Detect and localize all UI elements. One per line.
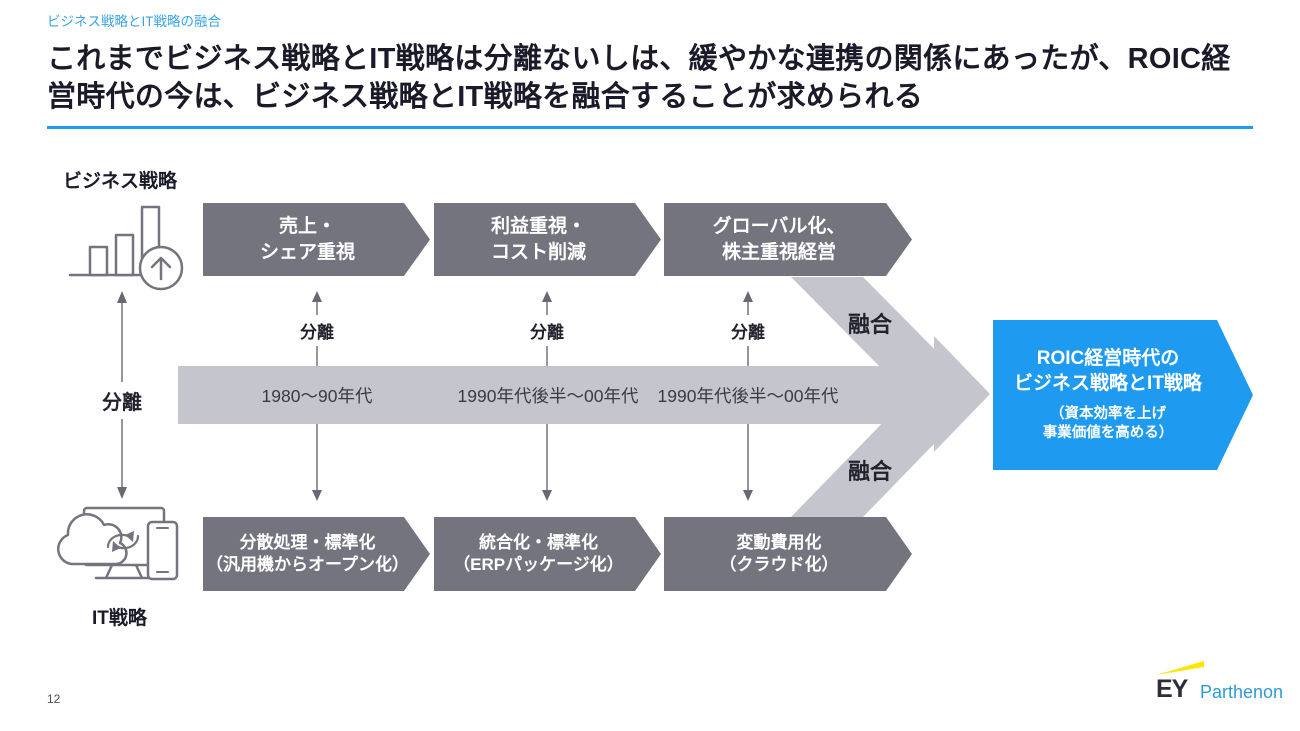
business-phase-2-label: 利益重視・ コスト削減 — [490, 216, 586, 263]
title-divider-rule — [47, 126, 1253, 129]
ey-yellow-beam-icon — [1156, 661, 1204, 675]
it-phase-1-box: 分散処理・標準化 （汎用機からオープン化） — [203, 517, 430, 591]
it-phase-3-box: 変動費用化 （クラウド化） — [664, 517, 912, 591]
fusion-arrow-shape — [178, 277, 990, 517]
business-phase-2-box: 利益重視・ コスト削減 — [434, 203, 661, 276]
it-phase-1-label: 分散処理・標準化 （汎用機からオープン化） — [206, 532, 409, 574]
ey-parthenon-logo: EY Parthenon — [1148, 661, 1283, 713]
era-label-3: 1990年代後半〜00年代 — [657, 386, 839, 406]
bottom-merge-band — [791, 412, 965, 517]
logo-parthenon-text: Parthenon — [1200, 682, 1284, 702]
it-phase-2-label: 統合化・標準化 （ERPパッケージ化） — [453, 532, 624, 574]
era-label-2: 1990年代後半〜00年代 — [457, 386, 639, 406]
separation-label-2: 分離 — [523, 315, 571, 346]
business-phase-3-box: グローバル化、 株主重視経営 — [664, 203, 912, 276]
page-number: 12 — [47, 692, 61, 706]
logo-ey-text: EY — [1156, 675, 1188, 703]
cloud-devices-sync-icon — [57, 506, 179, 581]
slide-title: これまでビジネス戦略とIT戦略は分離ないしは、緩やかな連携の関係にあったが、RO… — [47, 43, 1231, 114]
business-strategy-label: ビジネス戦略 — [63, 171, 178, 192]
era-label-1: 1980〜90年代 — [261, 386, 373, 406]
separation-label-3: 分離 — [724, 315, 772, 346]
slide-eyebrow: ビジネス戦略とIT戦略の融合 — [47, 14, 221, 29]
it-phase-3-label: 変動費用化 （クラウド化） — [719, 532, 839, 574]
business-phase-1-label: 売上・ シェア重視 — [259, 216, 355, 263]
roic-result-main-text: ROIC経営時代の ビジネス戦略とIT戦略 — [1014, 348, 1202, 394]
top-merge-band — [791, 277, 965, 380]
it-phase-2-box: 統合化・標準化 （ERPパッケージ化） — [434, 517, 661, 591]
bar-chart-growth-icon — [68, 205, 184, 291]
separation-label-1: 分離 — [293, 315, 341, 346]
fusion-label-bottom: 融合 — [847, 459, 892, 484]
separation-connector-arrows-bottom — [312, 424, 753, 501]
left-separation-label: 分離 — [96, 382, 148, 419]
roic-result-box: ROIC経営時代の ビジネス戦略とIT戦略 （資本効率を上げ 事業価値を高める） — [993, 320, 1253, 470]
roic-result-sub-text: （資本効率を上げ 事業価値を高める） — [1042, 405, 1174, 441]
it-strategy-label: IT戦略 — [92, 608, 147, 629]
business-phase-3-label: グローバル化、 株主重視経営 — [712, 216, 846, 263]
fusion-label-top: 融合 — [847, 312, 892, 337]
business-phase-1-box: 売上・ シェア重視 — [203, 203, 430, 276]
